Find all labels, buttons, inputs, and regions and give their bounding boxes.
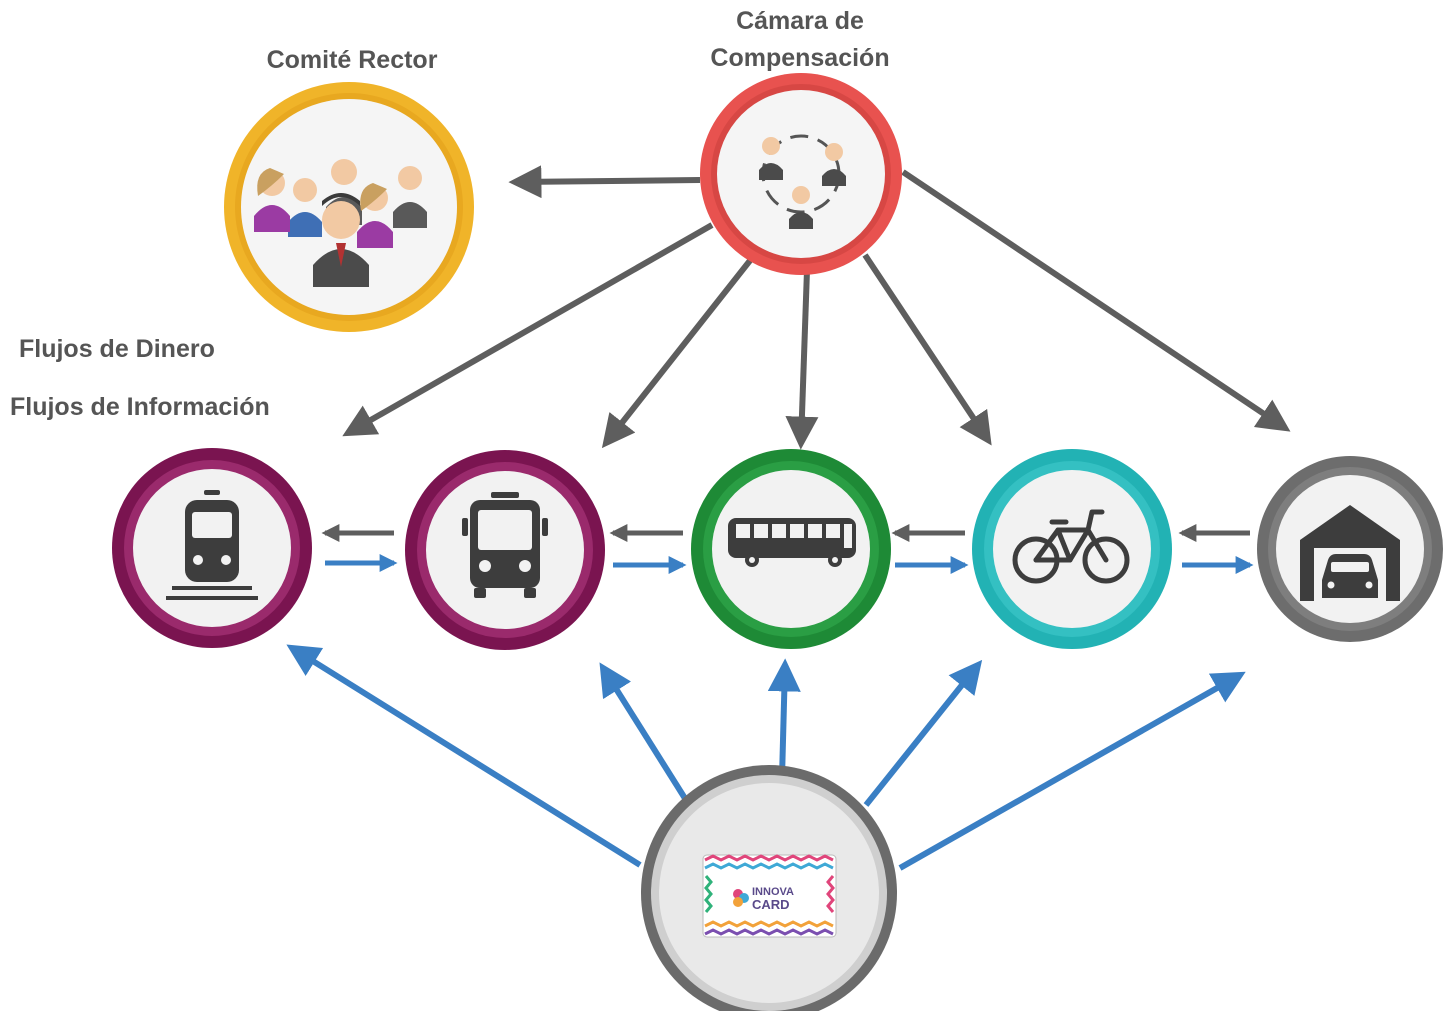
bike-node bbox=[972, 449, 1172, 649]
information-flow-arrows bbox=[286, 644, 1246, 871]
bus-node bbox=[691, 449, 891, 649]
camara-label-line1: Cámara de bbox=[736, 7, 864, 35]
arrow-card-to-train bbox=[286, 644, 642, 868]
bus-front-icon bbox=[462, 492, 548, 598]
minibus-node bbox=[405, 450, 605, 650]
mode-exchange-arrows bbox=[321, 524, 1254, 574]
arrow-card-to-parking bbox=[898, 671, 1246, 871]
arrow-camara-to-train bbox=[342, 222, 714, 437]
arrow-card-to-bus bbox=[767, 658, 801, 779]
arrow-camara-to-comite bbox=[508, 165, 701, 199]
arrow-camara-to-bus bbox=[785, 269, 819, 450]
bicycle-icon bbox=[1012, 509, 1130, 584]
parking-node bbox=[1257, 456, 1443, 642]
card-node: INNOVA CARD bbox=[641, 765, 897, 1011]
train-node bbox=[112, 448, 312, 648]
card-brand-line2: CARD bbox=[752, 897, 790, 912]
innova-card-icon: INNOVA CARD bbox=[702, 854, 837, 938]
car-garage-icon bbox=[1300, 505, 1400, 601]
camara-label-line2: Compensación bbox=[710, 44, 890, 72]
arrow-camara-to-bike bbox=[862, 253, 992, 446]
camara-compensacion-node bbox=[700, 73, 902, 275]
arrow-camara-to-minibus bbox=[601, 256, 755, 449]
arrow-card-to-bike bbox=[863, 659, 983, 807]
flujos-informacion-label: Flujos de Información bbox=[10, 393, 270, 421]
comite-rector-node bbox=[224, 82, 474, 332]
comite-rector-label: Comité Rector bbox=[266, 46, 438, 74]
exchange-cycle-people-icon bbox=[759, 134, 846, 229]
money-flow-arrows bbox=[342, 165, 1291, 450]
arrow-card-to-minibus bbox=[599, 662, 689, 802]
card-brand-line1: INNOVA bbox=[752, 886, 794, 898]
flujos-dinero-label: Flujos de Dinero bbox=[19, 335, 215, 363]
arrow-camara-to-parking bbox=[901, 169, 1291, 432]
group-of-people-icon bbox=[254, 159, 427, 287]
bus-side-icon bbox=[728, 518, 856, 567]
train-icon bbox=[166, 490, 258, 600]
